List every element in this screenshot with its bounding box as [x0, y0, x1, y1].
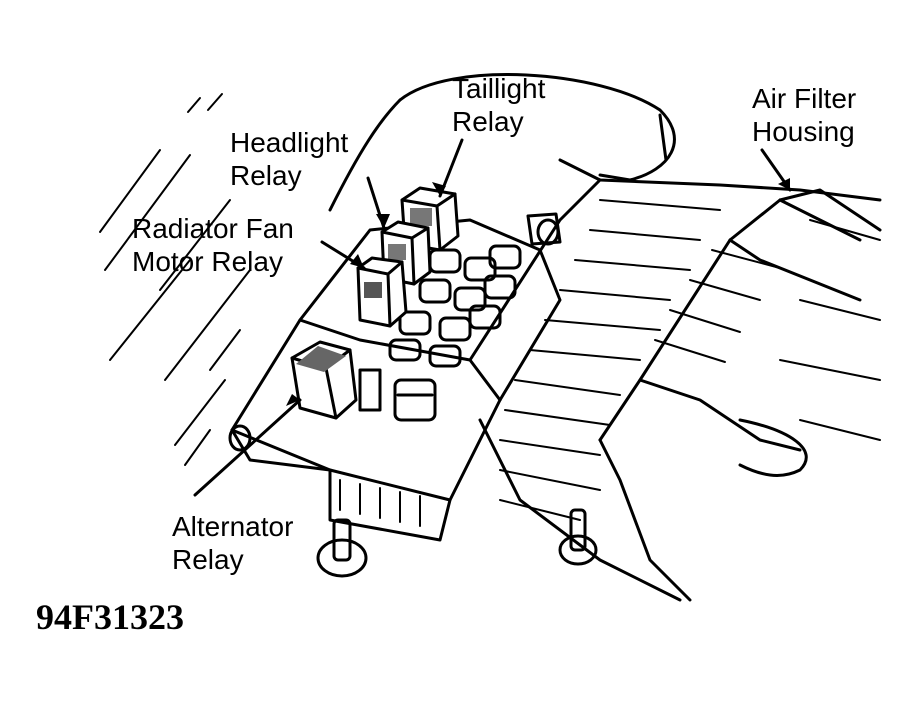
radiator-fan-relay-shape [356, 256, 408, 328]
figure-code: 94F31323 [36, 597, 184, 637]
relay-box [228, 212, 562, 542]
radiator-fan-motor-relay-label: Radiator Fan Motor Relay [132, 213, 294, 277]
hatch-marks [99, 93, 251, 466]
air-filter-housing-label: Air Filter Housing [752, 83, 857, 147]
alternator-relay-shape [290, 340, 358, 420]
headlight-relay-label: Headlight Relay [230, 127, 349, 191]
air-filter-housing-shape [468, 158, 882, 602]
alternator-relay-label: Alternator Relay [172, 511, 294, 575]
taillight-relay-label: Taillight Relay [452, 73, 546, 137]
mounting-studs [316, 508, 598, 578]
